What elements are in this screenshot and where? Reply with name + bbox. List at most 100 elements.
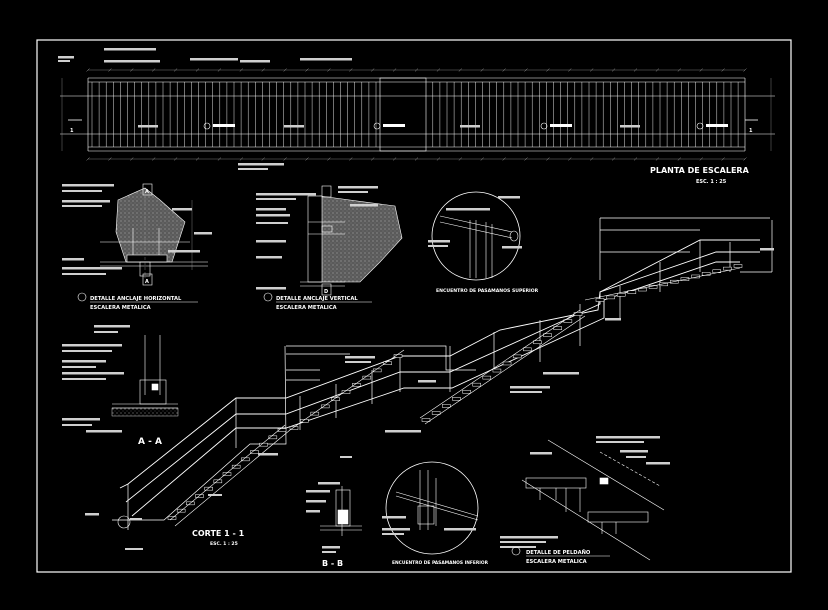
stair-tread	[512, 354, 522, 359]
detail-v-subtitle: ESCALERA METALICA	[276, 305, 337, 311]
dimension-tick	[86, 157, 90, 161]
dimension-tick	[173, 157, 178, 161]
dimension-tick	[371, 68, 375, 72]
section-handrail-posts	[127, 240, 701, 530]
stair-tread	[627, 290, 637, 294]
detail-v-callout-circle	[263, 292, 273, 302]
dimension-tick	[436, 68, 441, 72]
detail-h-title: DETALLE ANCLAJE HORIZONTAL	[90, 296, 182, 302]
plan-section-marker-right: 1	[749, 128, 753, 134]
dimension-tick	[546, 68, 550, 72]
stair-tread	[300, 419, 309, 423]
vertical-concrete-hatch	[320, 196, 402, 282]
section-a-label-bottom: A	[145, 279, 149, 285]
section-d-label: D	[324, 289, 328, 295]
dimension-tick	[633, 157, 638, 161]
dimension-tick	[152, 157, 156, 161]
stair-tread	[733, 264, 743, 268]
stair-tread	[701, 272, 711, 276]
dimension-tick	[283, 157, 287, 161]
sheet-frame	[36, 39, 792, 573]
stair-tread	[606, 295, 615, 300]
dimension-tick	[611, 157, 616, 161]
section-aa-title: A - A	[138, 437, 162, 447]
dimension-tick	[261, 157, 265, 161]
stair-tread	[421, 418, 431, 422]
dimension-tick	[655, 68, 660, 72]
lower-handrail-junction-detail: ENCUENTRO DE PASAMANOS INFERIOR	[382, 461, 489, 566]
dimension-tick	[327, 157, 331, 161]
dimension-tick	[568, 68, 572, 72]
stair-tread	[204, 486, 213, 491]
stair-tread	[431, 411, 441, 415]
section-stringers	[169, 267, 741, 527]
peldano-callout-circle	[511, 546, 521, 556]
dimension-tick	[743, 157, 747, 161]
stair-tread	[320, 404, 330, 409]
stair-tread	[362, 375, 372, 380]
section-annotations	[85, 248, 774, 550]
stair-tread	[277, 428, 287, 432]
upper-junction-title: ENCUENTRO DE PASAMANOS SUPERIOR	[436, 288, 539, 294]
detail-h-subtitle: ESCALERA METALICA	[90, 305, 151, 311]
step-tread-detail: DETALLE DE PELDAÑO ESCALERA METALICA	[500, 436, 670, 565]
dimension-tick	[590, 157, 594, 161]
dimension-tick	[130, 68, 134, 72]
stair-tread	[523, 347, 532, 352]
plan-nivel-markers	[138, 122, 728, 130]
stair-tread	[553, 326, 562, 330]
dimension-tick	[371, 157, 375, 161]
section-d-callout-bottom	[321, 283, 332, 296]
stair-tread	[492, 368, 502, 373]
stair-tread	[259, 442, 268, 447]
stair-tread	[482, 375, 492, 380]
upper-junction-circle	[431, 191, 521, 281]
dimension-tick	[633, 68, 638, 72]
detail-h-callout-circle	[77, 292, 87, 302]
dimension-tick	[502, 157, 506, 161]
dimension-tick	[590, 68, 594, 72]
aa-notes	[62, 325, 130, 433]
dimension-tick	[502, 68, 506, 72]
dimension-tick	[239, 157, 243, 161]
section-d-callout	[321, 185, 332, 198]
dimension-tick	[392, 68, 397, 72]
dimension-tick	[195, 157, 200, 161]
section-anchor-callout	[117, 515, 131, 529]
stair-section-1-1: CORTE 1 - 1 ESC. 1 : 25	[85, 217, 774, 550]
dimension-tick	[108, 68, 112, 72]
section-b-b-detail: B - B	[306, 482, 362, 568]
aa-ground-hatch	[111, 407, 179, 417]
dimension-tick	[392, 157, 397, 161]
corte-title: CORTE 1 - 1	[192, 529, 245, 538]
dimension-tick	[217, 68, 222, 72]
dimension-tick	[699, 68, 703, 72]
dimension-tick	[283, 68, 287, 72]
dimension-tick	[436, 157, 441, 161]
dimension-tick	[305, 157, 309, 161]
stair-tread	[213, 479, 223, 484]
detail-v-notes	[256, 186, 378, 290]
upper-handrail-junction-detail: ENCUENTRO DE PASAMANOS SUPERIOR	[428, 191, 539, 294]
stair-tread	[452, 397, 461, 401]
dimension-tick	[699, 157, 703, 161]
dimension-tick	[349, 157, 353, 161]
stair-tread	[543, 333, 552, 337]
dimension-tick	[327, 68, 331, 72]
section-a-callout-bottom	[142, 273, 153, 286]
plan-dimension-ticks	[86, 68, 747, 161]
lower-junction-title: ENCUENTRO DE PASAMANOS INFERIOR	[392, 560, 489, 566]
section-frame-lines	[112, 217, 773, 521]
stair-tread	[268, 435, 278, 440]
dimension-tick	[546, 157, 550, 161]
detail-h-notes	[62, 184, 212, 275]
dimension-tick	[743, 68, 747, 72]
dimension-tick	[458, 68, 462, 72]
dimension-tick	[217, 157, 222, 161]
plan-rail-lines	[60, 77, 775, 152]
detail-vertical-anchor: D DETALLE ANCLAJE VERTICAL ESCALERA META…	[256, 185, 403, 311]
stair-plan-view: 1 1 PLANTA DE ESCALERA ESC. 1 : 25	[58, 48, 775, 185]
stair-tread	[222, 472, 232, 476]
plan-leader-notes	[58, 48, 352, 170]
